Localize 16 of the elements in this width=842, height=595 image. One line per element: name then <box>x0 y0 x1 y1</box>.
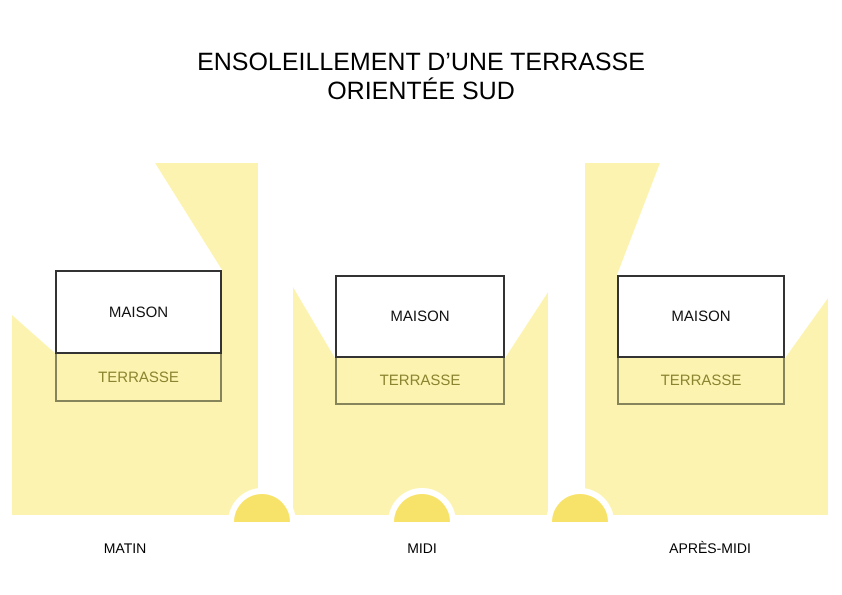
title: ENSOLEILLEMENT D’UNE TERRASSE ORIENTÉE SUD <box>196 48 646 106</box>
house-label: MAISON <box>390 308 450 325</box>
terrace-box <box>617 358 785 405</box>
terrace-label: TERRASSE <box>98 368 179 386</box>
terrace-label: TERRASSE <box>660 372 742 389</box>
time-label: APRÈS-MIDI <box>668 540 752 556</box>
house-box <box>55 270 222 354</box>
house-box <box>617 275 785 358</box>
house-label: MAISON <box>671 308 731 325</box>
terrace-box <box>55 354 222 402</box>
terrace-box <box>335 358 505 405</box>
terrace-label: TERRASSE <box>380 372 460 389</box>
time-label: MIDI <box>406 540 438 556</box>
time-label: MATIN <box>102 540 148 556</box>
house-label: MAISON <box>108 304 168 320</box>
house-box <box>335 275 505 358</box>
